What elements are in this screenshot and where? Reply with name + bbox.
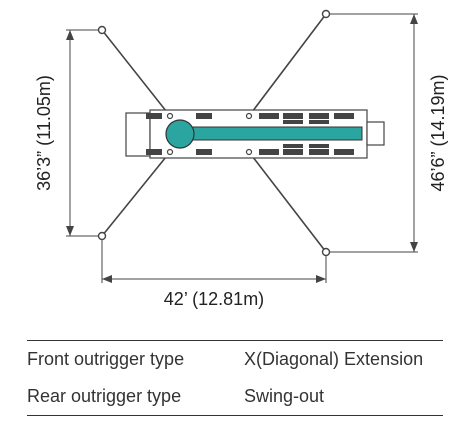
tire [259,113,279,119]
front-right-beam [101,151,171,237]
spec-label: Rear outrigger type [27,386,182,406]
turntable [165,119,195,149]
table-row: Rear outrigger type Swing-out [27,378,443,415]
length-label: 42’ (12.81m) [164,289,264,309]
tire [309,120,329,124]
tire [283,144,303,148]
outrigger-pad [321,247,331,257]
pivot-points [166,112,253,156]
tire [283,113,303,119]
pivot-point [245,112,253,120]
tire [334,113,354,119]
spec-value: X(Diagonal) Extension [244,349,424,369]
arrowhead [410,14,418,24]
outrigger-beams [101,13,327,253]
front-spread-dimension [66,29,99,237]
table-top-rule [27,340,443,341]
truck-cab [125,112,151,157]
arrowhead [410,242,418,252]
rear-spread-dimension [329,13,418,253]
outrigger-pad [321,9,331,19]
arrowhead [66,30,74,40]
pivot-point [166,112,174,120]
tire [146,113,162,119]
arrowhead [102,275,112,283]
rear-lower-beam [248,151,327,253]
tire [146,149,162,155]
tire [196,113,212,119]
tire [259,149,279,155]
rear-spread-label: 46’6” (14.19m) [428,74,448,191]
truck-body [125,109,385,159]
arrowhead [316,275,326,283]
tire [309,113,329,119]
table-row: Front outrigger type X(Diagonal) Extensi… [27,341,443,378]
pivot-point [166,148,174,156]
spec-table: Front outrigger type X(Diagonal) Extensi… [27,340,443,416]
boom [171,126,363,141]
outrigger-diagram: 36’3” (11.05m) 46’6” (14.19m) 42’ (12.81… [34,9,448,309]
rear-upper-beam [248,13,327,117]
tire [283,149,303,155]
tire [309,149,329,155]
arrowhead [66,226,74,236]
truck-rear-bumper [366,121,385,146]
length-dimension [101,240,327,283]
front-spread-label: 36’3” (11.05m) [34,75,54,191]
tires-bottom [146,144,354,155]
front-left-beam [101,29,171,117]
table-bottom-rule [27,415,443,416]
tire [283,120,303,124]
spec-value: Swing-out [244,386,325,406]
pivot-point [245,148,253,156]
tire [196,149,212,155]
spec-label: Front outrigger type [27,349,185,369]
outrigger-pad [97,25,107,35]
tire [334,149,354,155]
tires-top [146,113,354,124]
outrigger-pad [97,231,107,241]
tire [309,144,329,148]
